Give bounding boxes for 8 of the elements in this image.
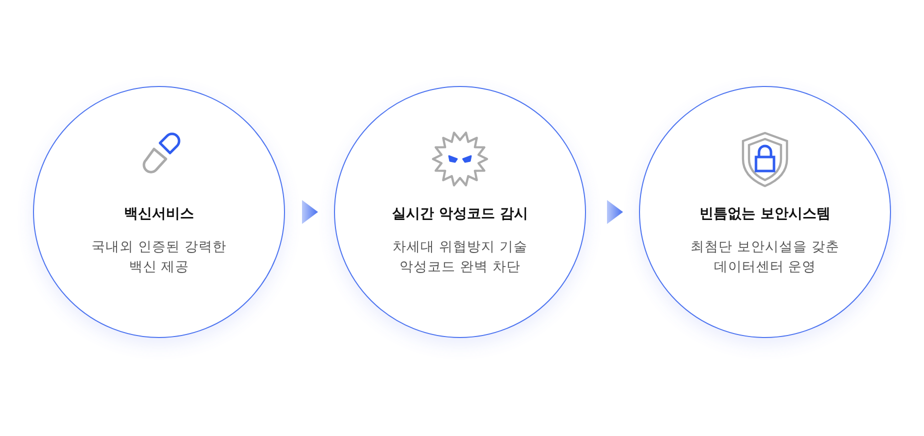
step-title: 백신서비스: [124, 205, 194, 223]
step-title: 빈틈없는 보안시스템: [700, 205, 830, 223]
arrow: [302, 200, 318, 224]
step-description: 국내외 인증된 강력한 백신 제공: [90, 238, 228, 277]
step-title: 실시간 악성코드 감시: [392, 205, 528, 223]
step-description: 차세대 위협방지 기술 악성코드 완벽 차단: [392, 238, 528, 277]
step-description: 최첨단 보안시설을 갖춘 데이터센터 운영: [690, 238, 840, 277]
arrow: [607, 200, 623, 224]
